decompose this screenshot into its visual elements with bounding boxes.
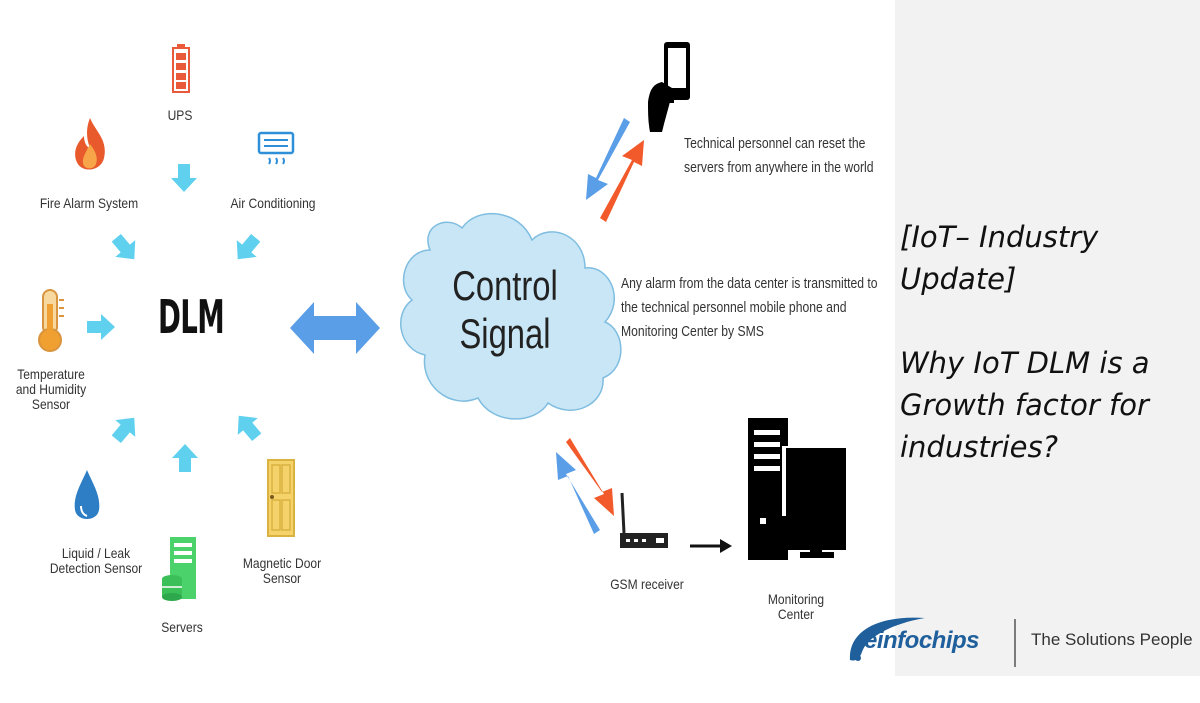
smartphone-icon: [648, 42, 690, 132]
arrow-servers-to-dlm: [172, 444, 198, 472]
computer-icon: [748, 418, 848, 560]
battery-icon: [172, 44, 190, 93]
arrow-leak-to-dlm: [106, 409, 145, 448]
server-icon: [162, 537, 196, 601]
einfochips-logo-text: einfochips: [864, 627, 980, 654]
arrow-ac-to-dlm: [227, 229, 266, 268]
arrow-from-gsm: [556, 452, 600, 534]
cloud-shape: [399, 212, 622, 420]
arrow-door-to-dlm: [228, 407, 267, 446]
phone-description: Technical personnel can reset the server…: [684, 136, 874, 176]
arrow-temp-to-dlm: [87, 314, 115, 340]
arrow-to-phone: [600, 140, 644, 222]
thermometer-icon: [38, 289, 64, 352]
water-drop-icon: [74, 470, 100, 519]
control-signal-label: Control Signal: [452, 262, 558, 357]
monitoring-center-label: Monitoring Center: [767, 591, 825, 622]
arrow-from-phone: [586, 118, 630, 200]
gsm-receiver-label: GSM receiver: [610, 576, 684, 592]
alarm-description: Any alarm from the data center is transm…: [621, 276, 878, 340]
dlm-hub-label: DLM: [158, 290, 225, 344]
door-sensor-label: Magnetic Door Sensor: [242, 555, 322, 586]
leak-sensor-label: Liquid / Leak Detection Sensor: [49, 545, 143, 576]
arrow-to-gsm: [566, 438, 614, 516]
ups-label: UPS: [167, 107, 193, 123]
gsm-router-icon: [620, 492, 668, 548]
arrow-ups-to-dlm: [171, 164, 197, 192]
fire-alarm-label: Fire Alarm System: [39, 195, 139, 211]
servers-label: Servers: [161, 619, 203, 635]
headline: [IoT– Industry Update] Why IoT DLM is a …: [900, 220, 1150, 464]
air-conditioning-label: Air Conditioning: [230, 195, 316, 211]
door-icon: [267, 459, 295, 537]
double-arrow: [290, 302, 380, 354]
temperature-label: Temperature and Humidity Sensor: [15, 366, 87, 412]
einfochips-logo-swoosh: [849, 617, 925, 661]
sidebar-panel: [895, 0, 1200, 676]
tagline: The Solutions People: [1031, 630, 1193, 649]
arrow-fire-to-dlm: [106, 229, 145, 268]
air-conditioner-icon: [257, 131, 295, 165]
flame-icon: [75, 118, 105, 170]
